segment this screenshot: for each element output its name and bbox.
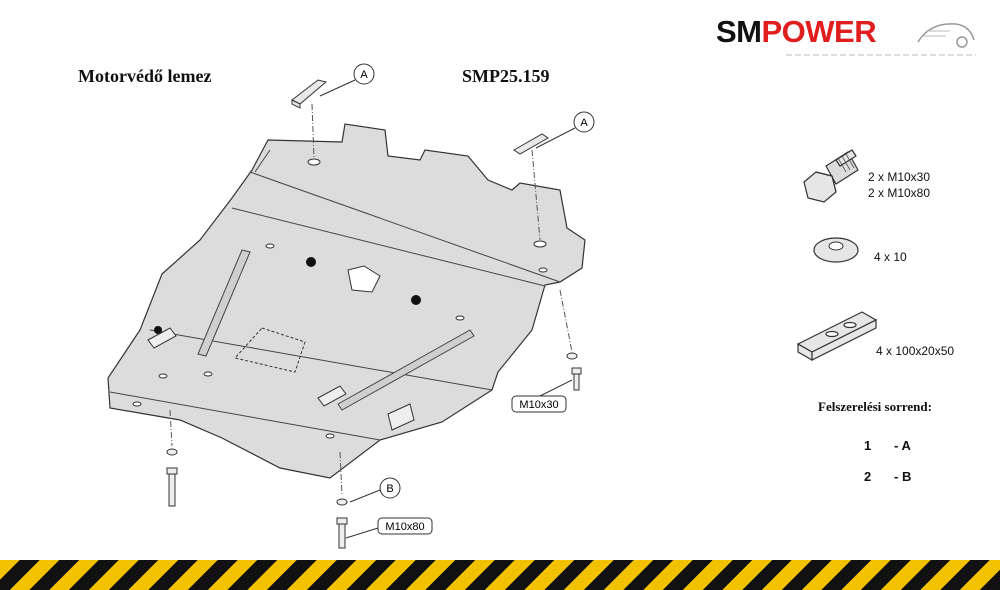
- washer-icon: [813, 237, 859, 263]
- bolt-bottom-tag: [345, 517, 433, 539]
- hazard-stripe-bar: [0, 560, 1000, 590]
- slot-8: [325, 433, 335, 439]
- bolt-right-label: M10x30: [519, 399, 558, 411]
- callout-a-top-label: A: [360, 69, 368, 81]
- slot-1: [307, 158, 321, 166]
- logo-underline: [786, 54, 976, 56]
- bolt-spec-1: 2 x M10x30: [868, 170, 931, 184]
- slot-9: [132, 401, 142, 407]
- bracket-a-top: [291, 79, 328, 109]
- cutout-square: [347, 265, 381, 293]
- logo-text-sm: SM: [716, 14, 762, 49]
- slot-6: [158, 373, 168, 379]
- spacer-plate-icon: [796, 311, 878, 362]
- bolt-left: [166, 448, 178, 507]
- brand-logo: SMPOWER: [716, 12, 976, 56]
- callout-a-top: [319, 63, 375, 97]
- assembly-order-title: Felszerelési sorrend:: [818, 399, 932, 414]
- hole-1: [306, 257, 316, 267]
- logo-text-power: POWER: [761, 14, 877, 49]
- car-silhouette-icon: [917, 23, 975, 48]
- callout-b-label: B: [386, 483, 393, 495]
- bolt-icon: [803, 149, 859, 203]
- product-code: SMP25.159: [462, 66, 550, 86]
- rib-right: [337, 329, 475, 411]
- callout-b: [349, 477, 401, 503]
- order-val-1: - A: [894, 438, 911, 453]
- hole-3: [154, 326, 162, 334]
- plate-spec: 4 x 100x20x50: [876, 344, 955, 358]
- bolt-bottom: [336, 498, 348, 549]
- slot-5: [455, 315, 465, 321]
- callout-a-right: [535, 111, 595, 149]
- slot-2: [533, 240, 547, 248]
- order-val-2: - B: [894, 469, 912, 484]
- callout-a-right-label: A: [580, 117, 588, 129]
- bolt-right: [566, 352, 582, 391]
- slot-7: [203, 371, 213, 377]
- bolt-right-tag: [511, 379, 573, 413]
- slot-4: [265, 243, 275, 249]
- bolt-spec-2: 2 x M10x80: [868, 186, 931, 200]
- bolt-bottom-label: M10x80: [385, 521, 424, 533]
- bracket-a-right: [513, 133, 549, 155]
- rib-left: [197, 249, 251, 357]
- washer-spec: 4 x 10: [874, 250, 907, 264]
- page-title: Motorvédő lemez: [78, 66, 212, 86]
- hole-2: [411, 295, 421, 305]
- slot-3: [538, 267, 548, 273]
- access-panel: [234, 327, 306, 373]
- order-num-1: 1: [864, 438, 872, 453]
- skid-plate: [107, 123, 586, 479]
- order-num-2: 2: [864, 469, 872, 484]
